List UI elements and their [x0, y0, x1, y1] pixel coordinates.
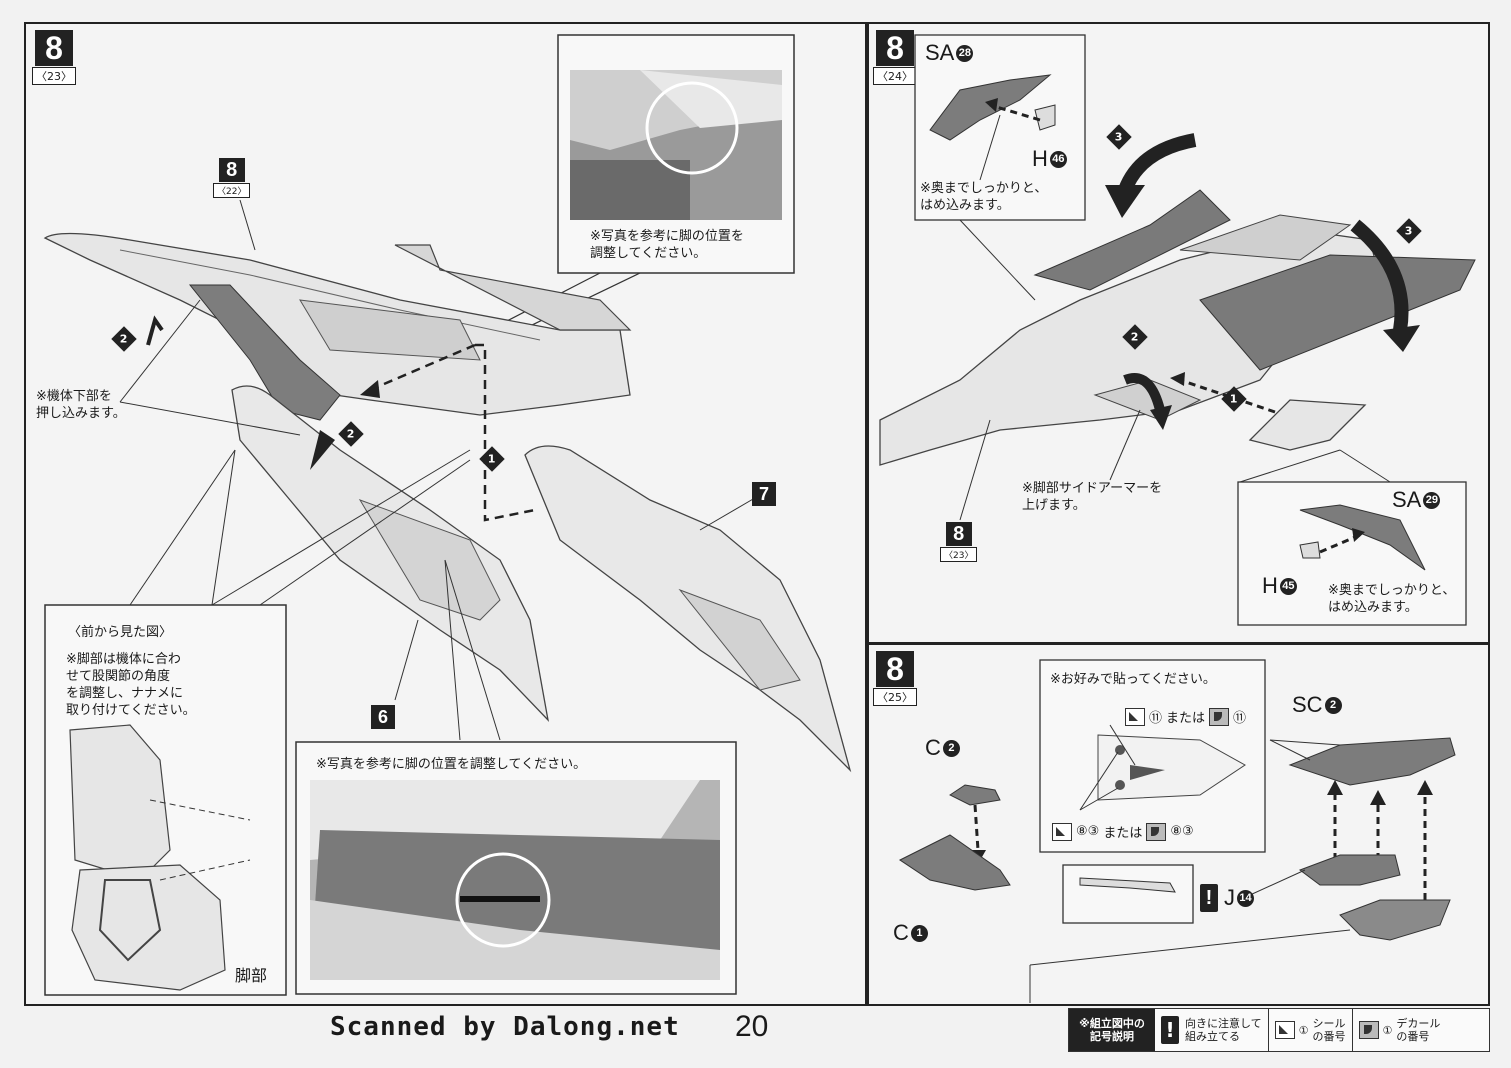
front-view-title: 〈前から見た図〉 [68, 625, 173, 640]
legend-decal: ① デカール の番号 [1353, 1009, 1447, 1051]
push-bottom-note: ※機体下部を 押し込みます。 [36, 389, 126, 421]
decal-icon [1358, 1021, 1379, 1039]
step-8-25-badge: 8 〈25〉 [873, 651, 917, 706]
bottom-photo-note: ※写真を参考に脚の位置を調整してください。 [316, 757, 587, 772]
step-8-23-badge: 8 〈23〉 [32, 30, 76, 85]
leg-label: 脚部 [235, 966, 268, 985]
step-number: 8 [876, 30, 914, 66]
ref-step-sub: 〈22〉 [213, 183, 251, 198]
ref-step-8-23: 8 〈23〉 [940, 522, 978, 562]
step-number: 8 [876, 651, 914, 687]
step-sub: 〈25〉 [873, 688, 917, 706]
seal-icon [1125, 707, 1145, 726]
side-armor-note: ※脚部サイドアーマーを 上げます。 [1022, 481, 1163, 513]
sticker-optional-note: ※お好みで貼ってください。 [1050, 672, 1216, 687]
sticker-row-1: ⑪ または ⑪ [1125, 707, 1246, 726]
ref-step-8-22: 8 〈22〉 [213, 158, 251, 198]
orientation-warning-icon: ! [1161, 1016, 1179, 1044]
top-photo-note: ※写真を参考に脚の位置を 調整してください。 [590, 229, 744, 261]
seal-icon [1052, 822, 1072, 841]
step-sub: 〈24〉 [873, 67, 917, 85]
ref-step-sub: 〈23〉 [940, 547, 978, 562]
legend-title: ※組立図中の 記号説明 [1069, 1009, 1155, 1051]
decal-icon [1209, 707, 1230, 726]
step-8-24-badge: 8 〈24〉 [873, 30, 917, 85]
part-6-label: 6 [371, 705, 395, 729]
decal-icon [1146, 822, 1167, 841]
insert-note-1: ※奥までしっかりと、 はめ込みます。 [920, 181, 1048, 213]
front-view-note: ※脚部は機体に合わ せて股関節の角度 を調整し、ナナメに 取り付けてください。 [66, 652, 196, 718]
orientation-warning-icon: ! [1200, 884, 1218, 912]
legend-orientation: ! 向きに注意して 組み立てる [1155, 1009, 1269, 1051]
step-number: 8 [35, 30, 73, 66]
part-7-label: 7 [752, 482, 776, 506]
ref-step-number: 8 [218, 158, 245, 182]
symbol-legend: ※組立図中の 記号説明 ! 向きに注意して 組み立てる ① シール の番号 ① … [1068, 1008, 1490, 1052]
legend-seal: ① シール の番号 [1269, 1009, 1353, 1051]
seal-icon [1274, 1021, 1295, 1039]
page-number: 20 [735, 1010, 769, 1043]
step-sub: 〈23〉 [32, 67, 76, 85]
sticker-row-2: ⑧③ または ⑧③ [1052, 822, 1194, 841]
scan-credit: Scanned by Dalong.net [330, 1012, 680, 1042]
ref-step-number: 8 [945, 522, 972, 546]
insert-note-2: ※奥までしっかりと、 はめ込みます。 [1328, 583, 1456, 615]
